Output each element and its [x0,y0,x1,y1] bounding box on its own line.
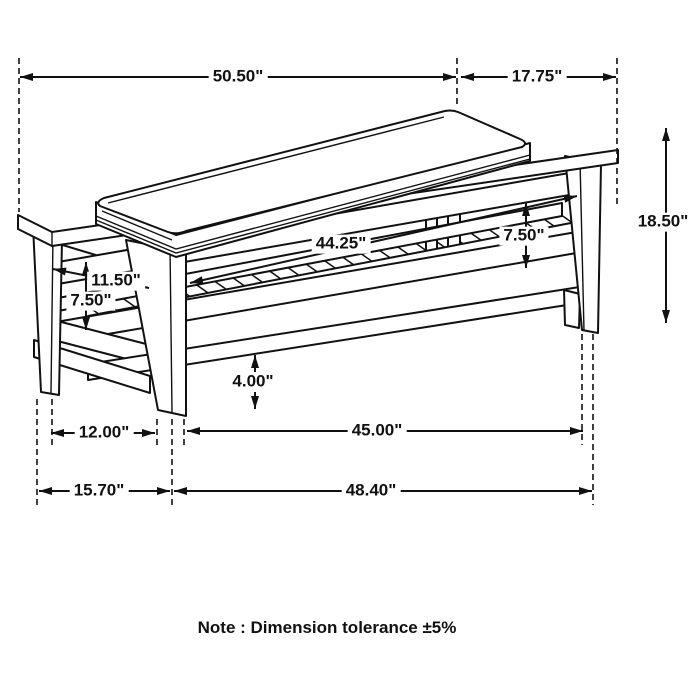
dim-label-overall-height: 18.50" [633,212,693,232]
dim-label-seat-to-shelf-right: 7.50" [499,226,549,246]
dim-label-overall-depth: 17.75" [507,67,567,87]
shelf-lower-left-stretcher [33,339,151,394]
dim-line-shelf-length [189,194,578,285]
dim-label-shelf-length: 44.25" [311,234,371,254]
dim-label-side-footprint: 15.70" [69,481,129,501]
dim-label-front-footprint: 48.40" [341,481,401,501]
dim-label-seat-to-shelf-left: 7.50" [66,291,116,311]
dim-label-side-leg-spacing: 12.00" [74,423,134,443]
extension-lines [18,58,618,505]
leg-back-left [32,225,63,396]
dim-label-inner-side-depth: 11.50" [87,271,145,291]
tolerance-note: Note : Dimension tolerance ±5% [197,618,457,637]
leg-back-right-foot [563,289,581,329]
dim-label-overall-width: 50.50" [208,67,268,87]
dim-label-front-leg-spacing: 45.00" [347,421,407,441]
dim-label-shelf-clearance: 4.00" [228,372,278,392]
bench-illustration [17,109,619,417]
